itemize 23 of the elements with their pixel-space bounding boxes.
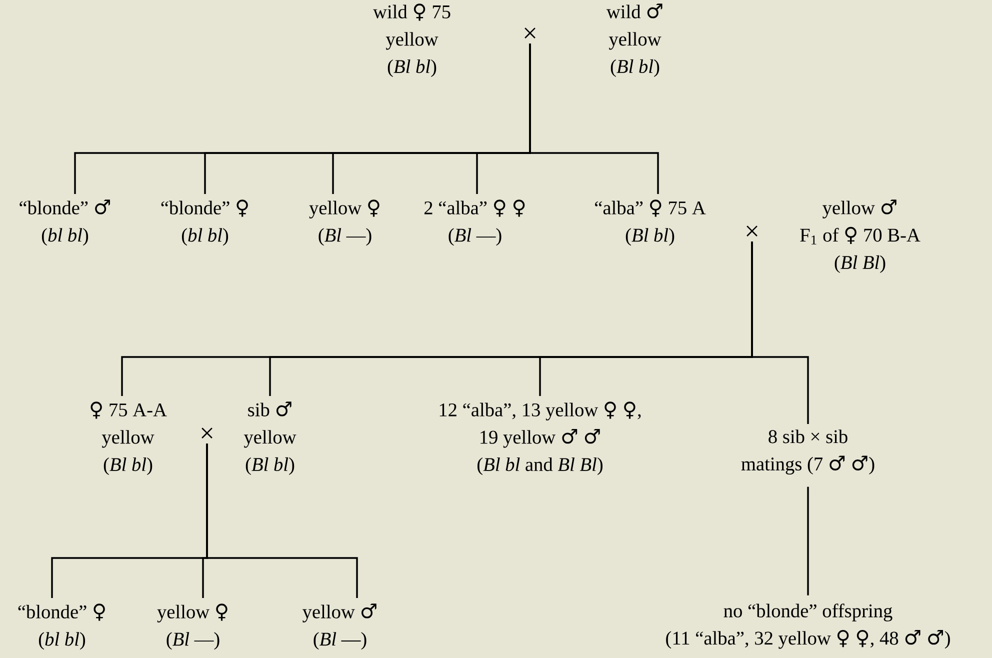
individual-label: “alba” ♀ 75 A (Bl bl) — [595, 200, 706, 246]
individual-label: ♀ 75 A-A yellow (Bl bl) — [90, 402, 167, 476]
individual-label: wild ♂ yellow (Bl bl) — [606, 4, 662, 77]
pedigree-line — [206, 444, 358, 598]
pedigree-line — [751, 242, 809, 424]
individual-label: 2 “alba” ♀ ♀ (Bl —) — [424, 200, 525, 246]
individual-label: yellow ♀ (Bl —) — [309, 200, 380, 246]
individual-label: yellow ♂ F$_{1}$ of ♀ 70 B-A (Bl Bl) — [800, 200, 920, 273]
individual-label: “blonde” ♂ (bl bl) — [20, 200, 110, 246]
individual-label: yellow ♂ (Bl —) — [302, 604, 376, 650]
individual-label: 8 sib × sib matings (7 ♂ ♂) — [741, 430, 874, 475]
pedigree-line — [529, 44, 659, 194]
individual-label: “blonde” ♀ (bl bl) — [161, 200, 248, 246]
individual-label: sib ♂ yellow (Bl bl) — [244, 402, 296, 475]
individual-label: wild ♀ 75 yellow (Bl bl) — [373, 4, 450, 78]
individual-label: yellow ♀ (Bl —) — [157, 604, 228, 650]
individual-label: 12 “alba”, 13 yellow ♀ ♀, 19 yellow ♂ ♂ (Bl bl and Bl Bl) — [440, 402, 641, 476]
cross-sign: × — [746, 226, 758, 236]
pedigree-line — [807, 486, 809, 596]
individual-label: “blonde” ♀ (bl bl) — [18, 604, 105, 650]
individual-label: no “blonde” offspring (11 “alba”, 32 yellow ♀ ♀, 48 ♂ ♂) — [666, 604, 950, 649]
cross-sign: × — [524, 28, 536, 38]
cross-sign: × — [202, 428, 212, 438]
